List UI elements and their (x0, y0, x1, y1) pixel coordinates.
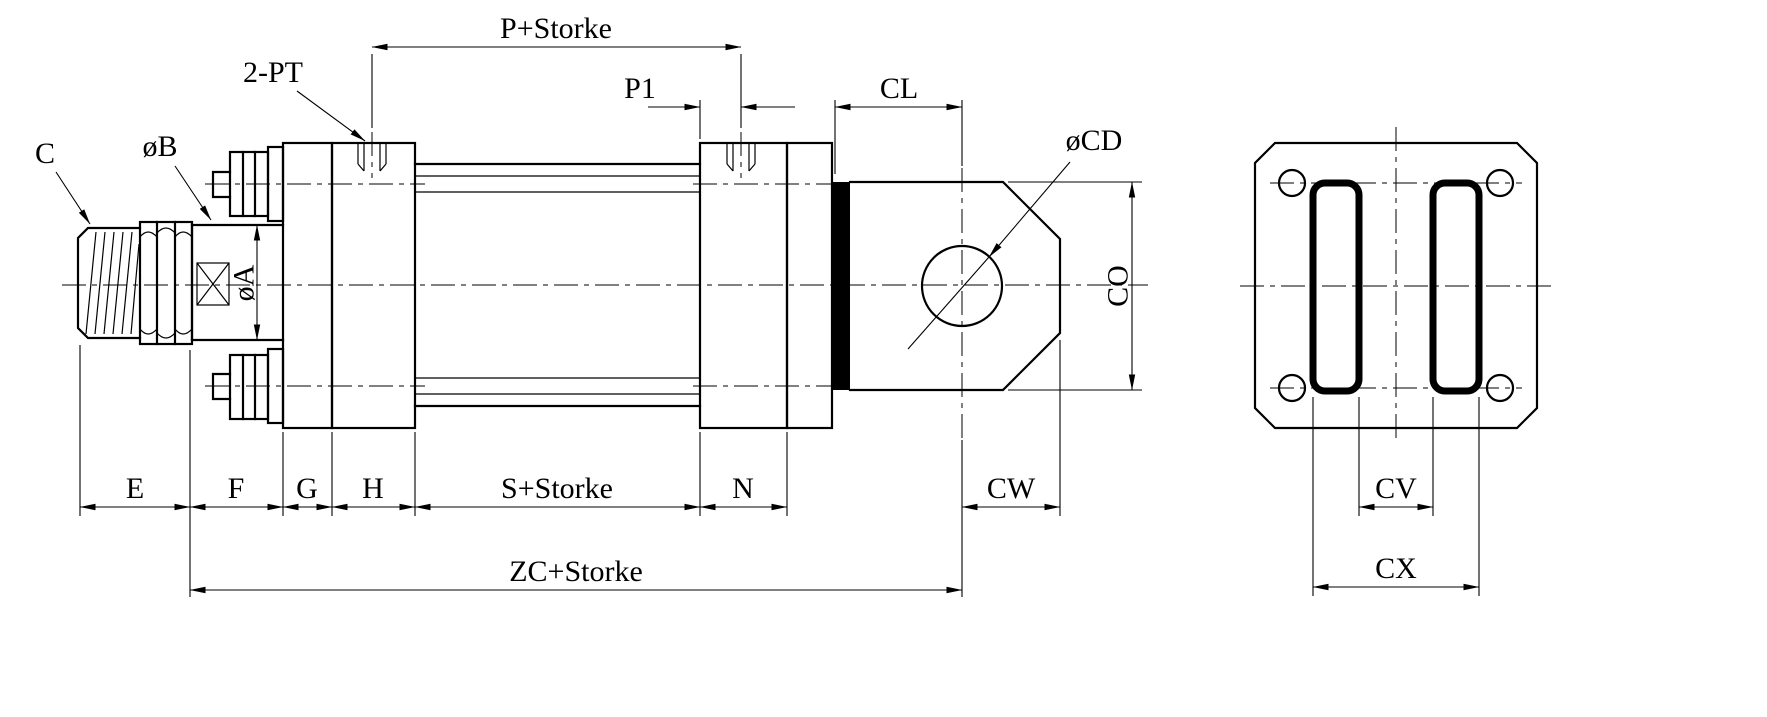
pin-hole-circle (920, 244, 1004, 328)
clevis-base-section (832, 182, 850, 390)
rear-port (726, 143, 756, 172)
dim-label-cv: CV (1375, 472, 1417, 505)
dim-g: G (282, 472, 333, 511)
dim-label-cl: CL (880, 72, 918, 105)
dim-cx: CX (1312, 397, 1480, 596)
clevis-outline (848, 180, 1062, 392)
slot-right (1429, 179, 1483, 395)
rod-thread (76, 226, 142, 340)
dim-label-p-storke: P+Storke (500, 12, 612, 45)
tierod-top (415, 175, 700, 193)
bolt-hole-bottom-left (1277, 373, 1307, 403)
rod-hex-nut (138, 220, 194, 346)
end-view: CV CX (1240, 127, 1552, 596)
dim-label-cx: CX (1375, 552, 1417, 585)
dim-n: N (699, 472, 788, 511)
leader-dia-b (174, 165, 212, 221)
dim-co: CO (1008, 181, 1142, 391)
tierod-nut-top (211, 145, 285, 223)
bolt-hole-top-right (1485, 168, 1515, 198)
mounting-plate-outline (1253, 141, 1539, 430)
dim-e: E (79, 472, 191, 511)
front-cap (281, 141, 417, 430)
cylinder-tube (413, 162, 702, 408)
bottom-extension-lines (79, 340, 1061, 597)
leader-dia-cd-tail (907, 256, 990, 350)
side-view (76, 141, 1062, 430)
clevis-mount (832, 180, 1062, 392)
slot-left (1309, 179, 1363, 395)
dim-cl: CL (834, 72, 963, 174)
dim-zc-storke: ZC+Storke (189, 555, 963, 594)
dim-label-co: CO (1102, 265, 1135, 307)
bolt-hole-bottom-right (1485, 373, 1515, 403)
leader-dia-cd (988, 161, 1071, 258)
dim-label-zc-storke: ZC+Storke (509, 555, 643, 588)
dim-label-g: G (296, 472, 318, 505)
front-port (357, 143, 387, 172)
dim-h: H (331, 472, 416, 511)
label-c: C (35, 137, 55, 170)
leader-2pt (296, 90, 366, 142)
dim-cw: CW (961, 472, 1061, 511)
rod-section-marker (196, 262, 230, 306)
dim-label-e: E (126, 472, 144, 505)
dim-s-storke: S+Storke (414, 472, 701, 511)
label-dia-b: øB (142, 130, 177, 163)
piston-rod (190, 223, 285, 342)
bolt-hole-top-left (1277, 168, 1307, 198)
dim-f: F (189, 472, 284, 511)
dim-label-p1: P1 (624, 72, 656, 105)
dim-label-s-storke: S+Storke (501, 472, 613, 505)
dim-label-n: N (732, 472, 754, 505)
dim-p-storke: P+Storke (371, 12, 742, 128)
leader-labels: C øB 2-PT øCD øA (35, 56, 1123, 350)
label-dia-a: øA (228, 264, 261, 301)
dimensions: P+Storke P1 CL CO E (79, 12, 1142, 597)
centerlines (62, 132, 1148, 597)
dim-label-f: F (228, 472, 245, 505)
dim-cv: CV (1358, 397, 1434, 516)
leader-c (55, 171, 91, 225)
dim-label-cw: CW (987, 472, 1036, 505)
tierod-bottom (415, 377, 700, 395)
label-dia-cd: øCD (1066, 124, 1123, 157)
front-head-plate (330, 141, 417, 430)
dim-label-h: H (362, 472, 384, 505)
dim-p1: P1 (624, 72, 795, 139)
label-2pt: 2-PT (243, 56, 303, 89)
